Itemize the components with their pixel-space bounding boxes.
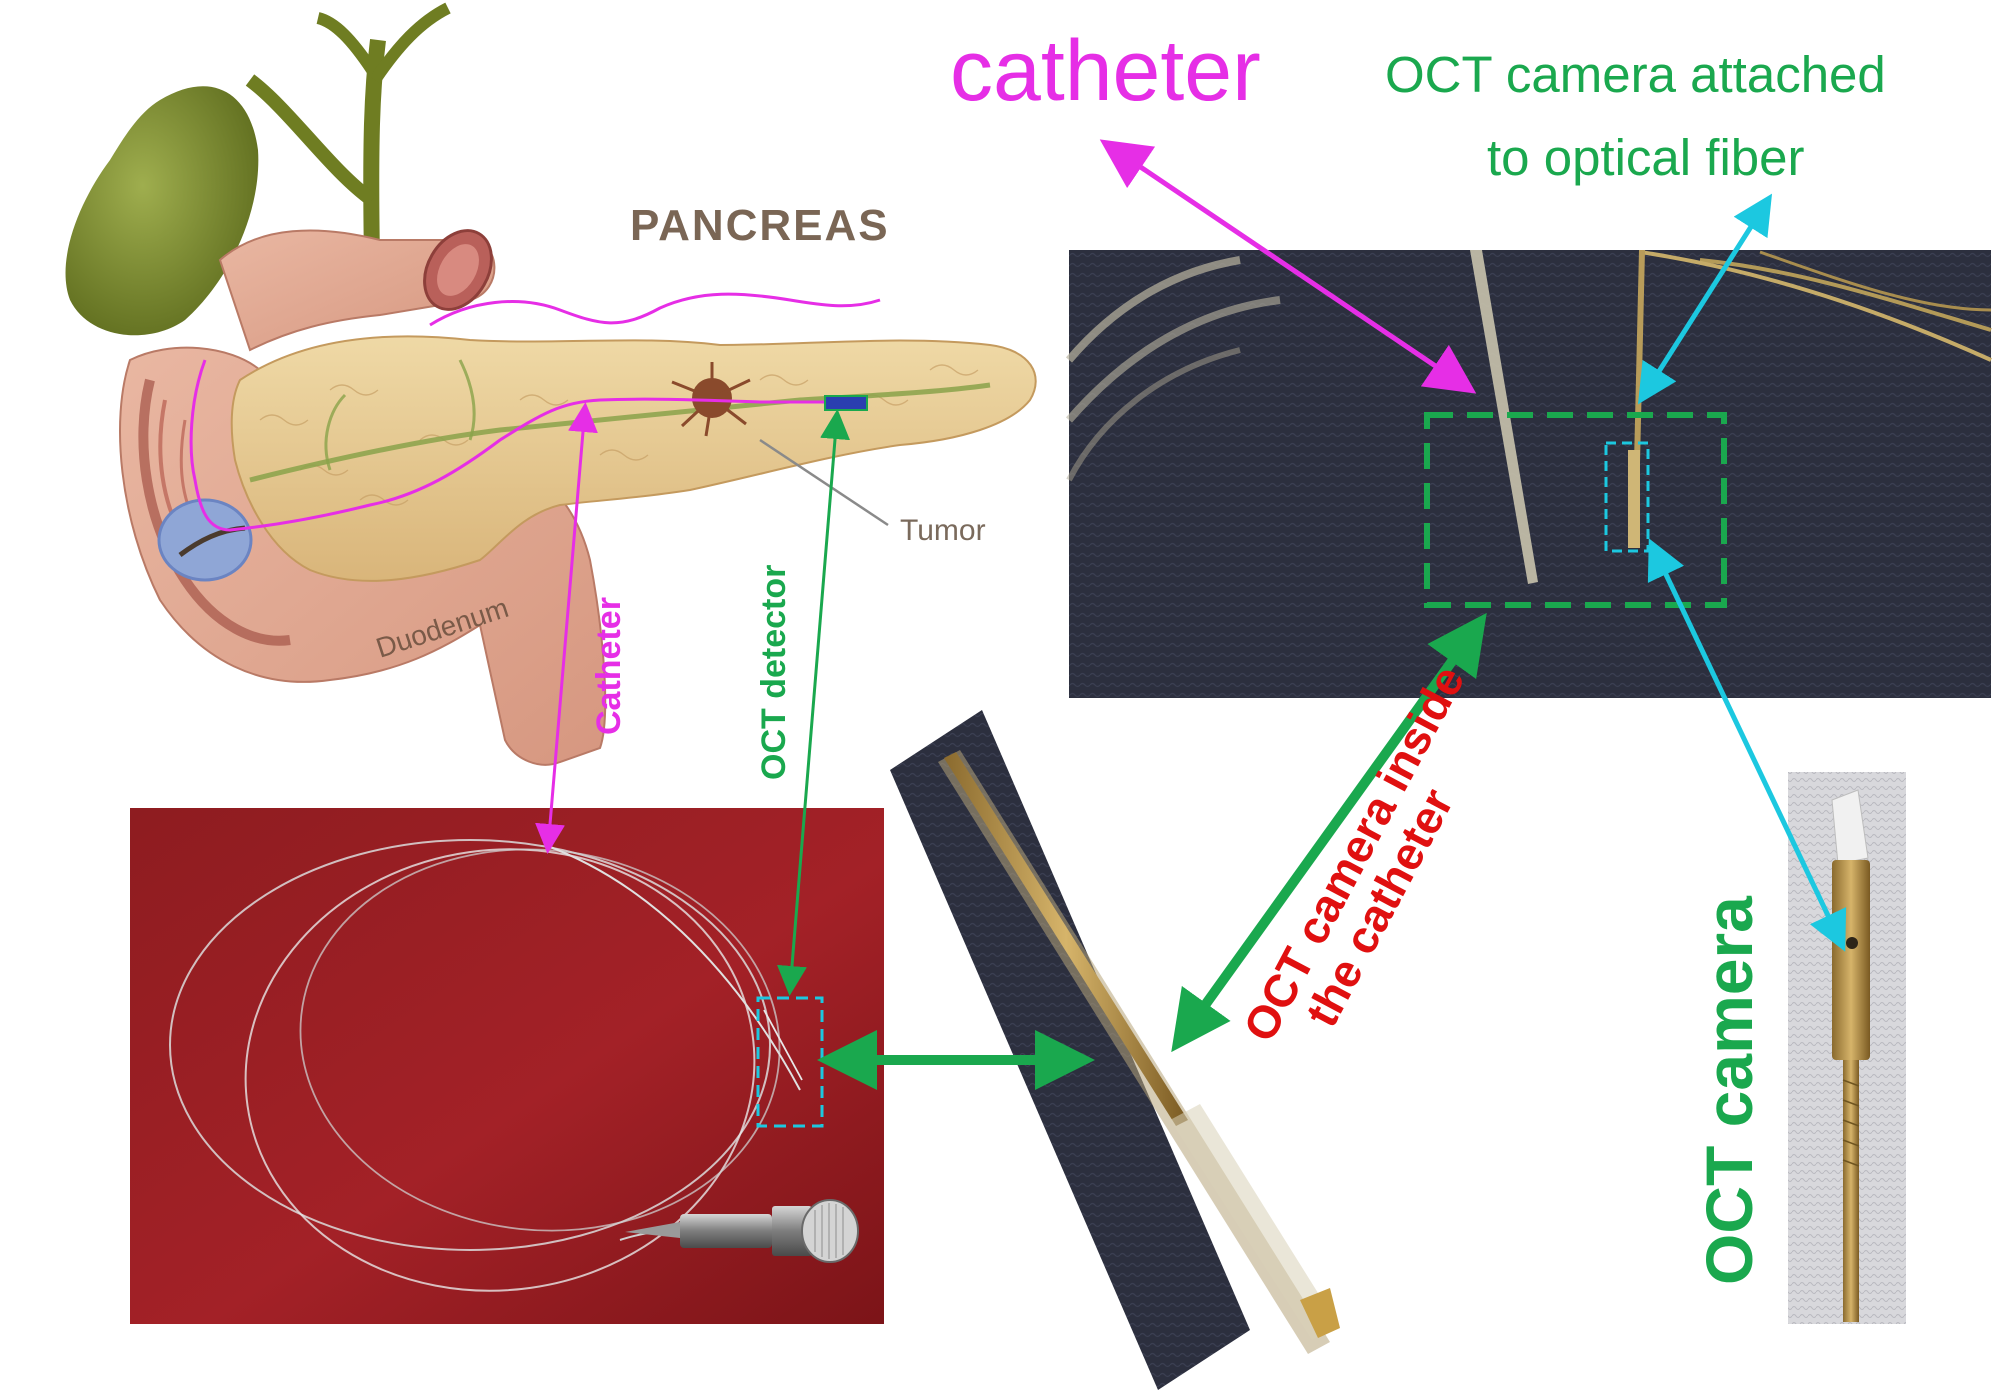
catheter-vertical-label: Catheter [590, 597, 628, 735]
fiber-label-arrow [1637, 193, 1773, 405]
catheter-closeup-photo [890, 710, 1340, 1390]
camera-closeup-arrow [1647, 538, 1847, 952]
catheter-handle [625, 1199, 859, 1263]
catheter-coil-photo [130, 808, 884, 1324]
catheter-title: catheter [950, 23, 1261, 119]
catheter-fiber-photo [1065, 250, 1992, 698]
oct-detector-label: OCT detector [755, 565, 793, 780]
catheter-path-lower [189, 359, 830, 532]
anatomy-illustration: PANCREAS Tumor Duodenum [65, 2, 1037, 766]
catheter-path-upper [429, 292, 881, 327]
oct-attached-line1: OCT camera attached [1385, 46, 1886, 103]
oct-attached-line2: to optical fiber [1487, 129, 1805, 186]
oct-detector-marker [824, 395, 868, 411]
bile-duct [363, 39, 386, 261]
oct-camera-label: OCT camera [1692, 895, 1766, 1285]
oct-camera-photo [1788, 772, 1906, 1324]
camera-zoom-box [1604, 441, 1650, 553]
gallbladder [65, 86, 259, 336]
box-to-closeup-arrow [1171, 612, 1487, 1053]
pancreas-title: PANCREAS [630, 201, 890, 250]
catheter-vertical-arrow [535, 402, 598, 854]
tumor [671, 362, 751, 437]
oct-detector-arrow [777, 409, 850, 996]
catheter-top-arrow [1099, 139, 1477, 394]
tumor-label: Tumor [900, 514, 986, 547]
